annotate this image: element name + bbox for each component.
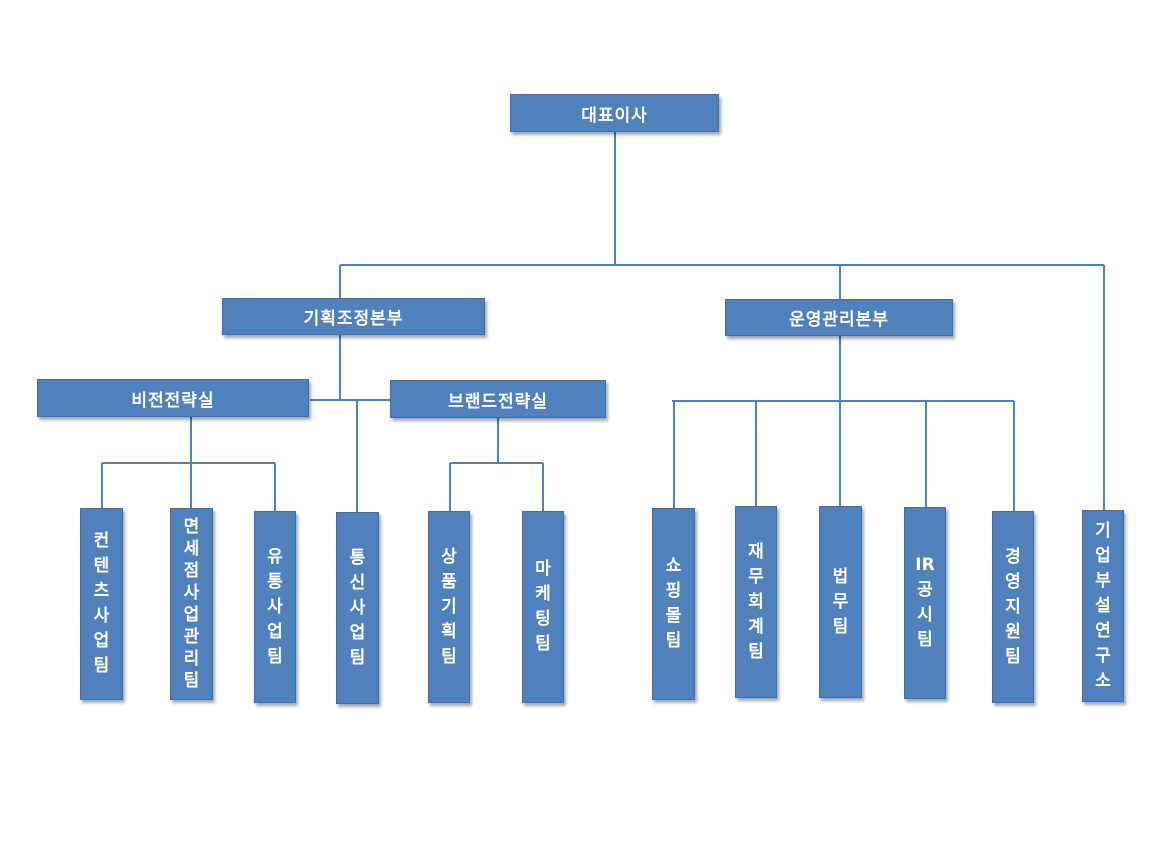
- product-team-box: 상품기획팀: [428, 511, 470, 703]
- planning-division-box: 기획조정본부: [222, 298, 485, 335]
- research-lab-box: 기업부설연구소: [1082, 510, 1124, 702]
- ceo-box: 대표이사: [510, 94, 719, 132]
- management-team-label: 경영지원팀: [1005, 546, 1021, 667]
- ceo-label: 대표이사: [581, 105, 648, 126]
- accounting-team-box: 재무회계팀: [735, 506, 777, 698]
- shoppingmall-team-box: 쇼핑몰팀: [652, 508, 695, 700]
- management-team-box: 경영지원팀: [992, 511, 1034, 703]
- ir-team-label: IR공시팀: [915, 555, 935, 650]
- research-lab-label: 기업부설연구소: [1095, 520, 1111, 691]
- vision-strategy-label: 비전전략실: [131, 390, 215, 411]
- distribution-team-box: 유통사업팀: [254, 511, 296, 703]
- contents-team-box: 컨텐츠사업팀: [80, 508, 123, 700]
- telecom-team-label: 통신사업팀: [349, 547, 366, 668]
- accounting-team-label: 재무회계팀: [748, 541, 764, 662]
- operations-division-label: 운영관리본부: [789, 310, 889, 330]
- planning-division-label: 기획조정본부: [303, 309, 404, 329]
- ir-team-box: IR공시팀: [904, 507, 946, 699]
- legal-team-box: 법무팀: [819, 506, 862, 698]
- marketing-team-label: 마케팅팀: [535, 559, 551, 654]
- legal-team-label: 법무팀: [832, 566, 849, 637]
- contents-team-label: 컨텐츠사업팀: [93, 531, 110, 676]
- telecom-team-box: 통신사업팀: [336, 512, 379, 704]
- operations-division-box: 운영관리본부: [725, 299, 953, 336]
- shoppingmall-team-label: 쇼핑몰팀: [665, 556, 682, 651]
- brand-strategy-label: 브랜드전략실: [448, 391, 548, 412]
- brand-strategy-box: 브랜드전략실: [390, 380, 606, 418]
- dutyfree-team-box: 면세점사업관리팀: [170, 508, 213, 700]
- vision-strategy-box: 비전전략실: [37, 379, 309, 417]
- product-team-label: 상품기획팀: [441, 546, 457, 667]
- dutyfree-team-label: 면세점사업관리팀: [183, 517, 200, 691]
- marketing-team-box: 마케팅팀: [522, 511, 564, 703]
- distribution-team-label: 유통사업팀: [267, 546, 283, 667]
